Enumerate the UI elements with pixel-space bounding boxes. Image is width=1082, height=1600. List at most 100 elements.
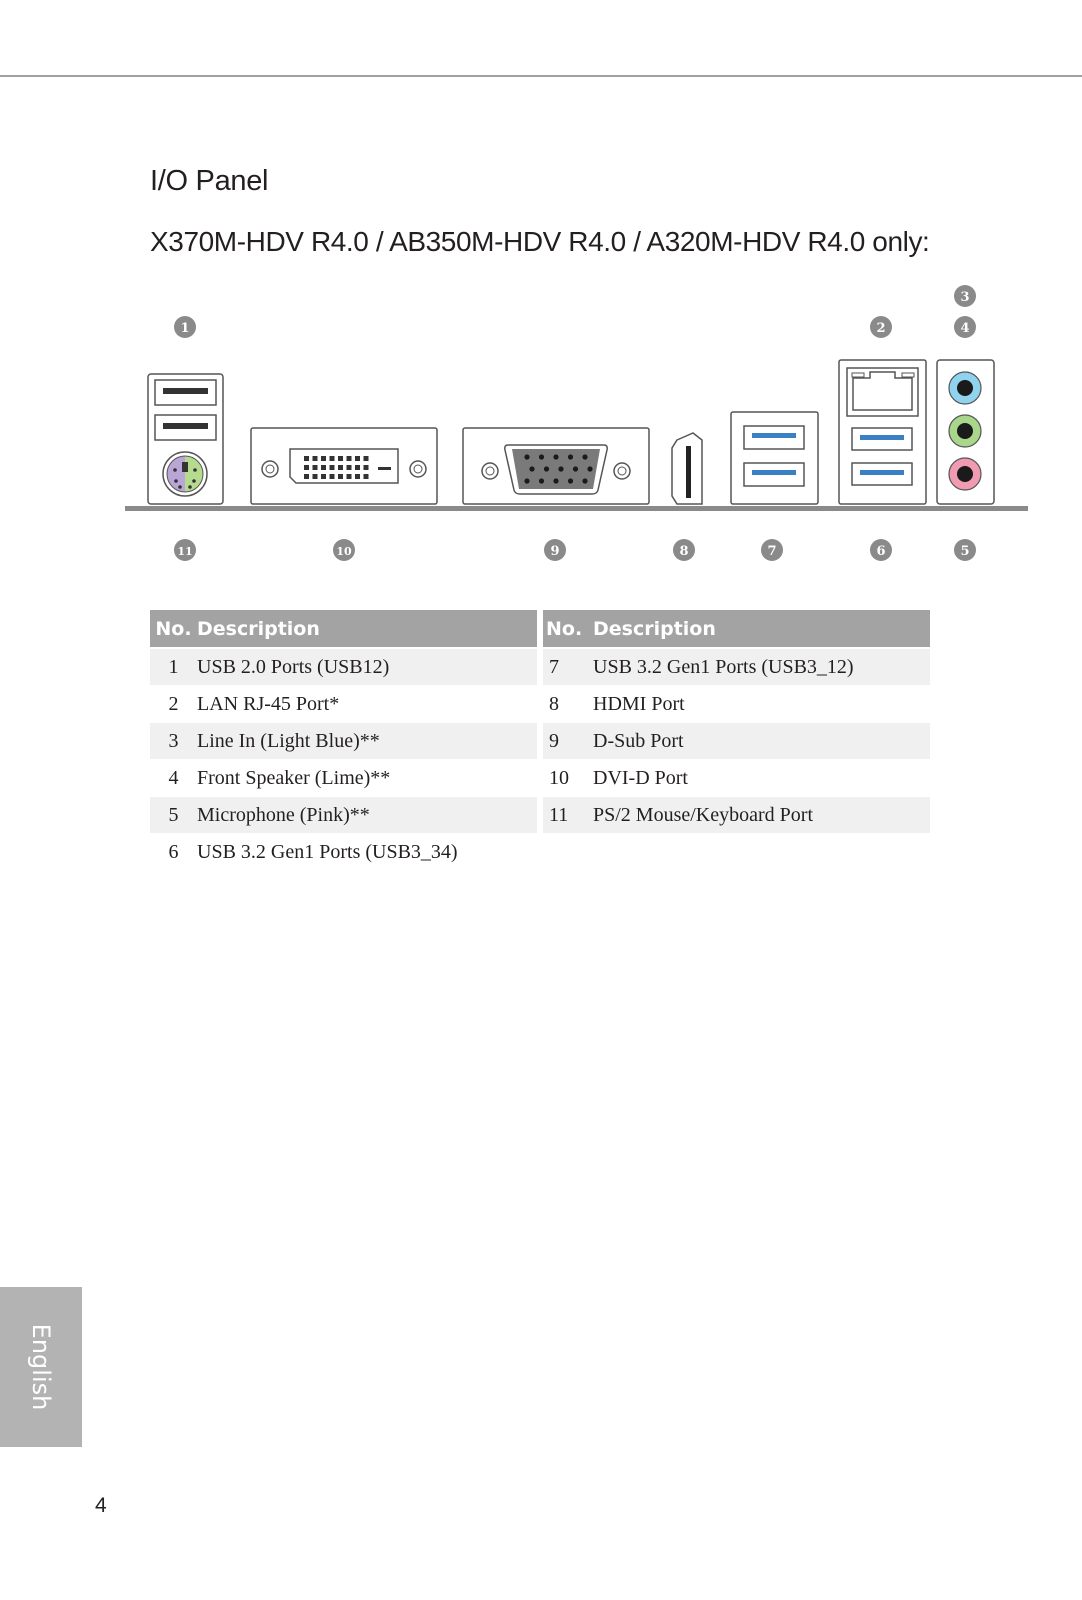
- callout-4: 4: [954, 316, 976, 338]
- model-subtitle: X370M-HDV R4.0 / AB350M-HDV R4.0 / A320M…: [150, 226, 930, 257]
- vga-pin: [553, 454, 559, 460]
- row-number: 4: [150, 759, 197, 796]
- dvi-pin: [355, 474, 360, 479]
- dvi-pin: [329, 456, 335, 461]
- vga-pin: [587, 466, 593, 472]
- row-description: USB 2.0 Ports (USB12): [197, 648, 537, 685]
- callout-10: 10: [333, 539, 355, 561]
- vga-pin: [529, 466, 535, 472]
- vga-pin: [524, 454, 530, 460]
- dvi-pin: [338, 465, 343, 470]
- dvi-pin: [363, 465, 369, 470]
- section-title: I/O Panel: [150, 165, 269, 197]
- dvi-d-port: [250, 427, 438, 505]
- hdmi-port: [671, 432, 703, 505]
- callout-label: 1: [180, 321, 189, 336]
- row-number: 9: [543, 722, 593, 759]
- callout-6: 6: [870, 539, 892, 561]
- row-description: HDMI Port: [593, 685, 930, 722]
- row-number: 1: [150, 648, 197, 685]
- row-description: USB 3.2 Gen1 Ports (USB3_34): [197, 833, 537, 870]
- callout-label: 8: [679, 544, 688, 559]
- language-side-tab: English: [0, 1287, 82, 1447]
- dvi-pin: [363, 456, 369, 461]
- vga-pin: [567, 478, 574, 484]
- lan-usb3-stack: [838, 359, 927, 505]
- audio-jack-stack: [936, 359, 995, 505]
- dvi-pin: [346, 456, 352, 461]
- dvi-pin: [304, 465, 309, 470]
- row-number: 11: [543, 796, 593, 833]
- row-number: 5: [150, 796, 197, 833]
- vga-pin: [582, 454, 588, 460]
- top-rule: [0, 75, 1082, 77]
- dvi-pin: [355, 456, 360, 461]
- callout-11: 11: [174, 539, 196, 561]
- callout-label: 6: [876, 544, 885, 559]
- callout-5: 5: [954, 539, 976, 561]
- callout-label: 2: [876, 321, 885, 336]
- callout-label: 11: [177, 545, 192, 558]
- callout-label: 9: [550, 544, 559, 559]
- header-description: Description: [197, 610, 537, 648]
- usb3-port-stack-7: [730, 411, 819, 505]
- dvi-pin: [304, 474, 309, 479]
- vga-pin: [582, 478, 588, 484]
- row-number: 8: [543, 685, 593, 722]
- vga-pin: [572, 466, 579, 472]
- dvi-pin: [321, 474, 326, 479]
- row-description: LAN RJ-45 Port*: [197, 685, 537, 722]
- dvi-pin: [312, 474, 318, 479]
- row-description: Line In (Light Blue)**: [197, 722, 537, 759]
- header-description: Description: [593, 610, 930, 648]
- dvi-pin: [329, 474, 335, 479]
- row-description: USB 3.2 Gen1 Ports (USB3_12): [593, 648, 930, 685]
- vga-pin: [538, 478, 545, 484]
- dvi-pin: [363, 474, 369, 479]
- callout-8: 8: [673, 539, 695, 561]
- dvi-pin: [321, 456, 326, 461]
- io-panel-diagram: 1 2 3 4 5 6 7 8 9 10 11: [125, 285, 1028, 561]
- dvi-pin: [329, 465, 335, 470]
- dvi-pin: [304, 456, 309, 461]
- dvi-pin: [346, 465, 352, 470]
- callout-label: 3: [960, 290, 969, 305]
- callout-3: 3: [954, 285, 976, 307]
- row-description: Front Speaker (Lime)**: [197, 759, 537, 796]
- dvi-pin: [321, 465, 326, 470]
- dvi-pin: [312, 465, 318, 470]
- callout-label: 5: [960, 544, 969, 559]
- header-no: No.: [150, 610, 197, 648]
- header-no: No.: [543, 610, 593, 648]
- callout-1: 1: [174, 316, 196, 338]
- callout-label: 10: [336, 545, 352, 558]
- vga-pin: [558, 466, 564, 472]
- callout-7: 7: [761, 539, 783, 561]
- dvi-pin: [312, 456, 318, 461]
- vga-pin: [543, 466, 550, 472]
- row-number: 2: [150, 685, 197, 722]
- callout-label: 4: [960, 321, 969, 336]
- row-number: 7: [543, 648, 593, 685]
- vga-pin: [524, 478, 530, 484]
- page-number: 4: [95, 1494, 107, 1517]
- row-number: 3: [150, 722, 197, 759]
- usb2-ps2-stack: [147, 373, 224, 505]
- row-description: D-Sub Port: [593, 722, 930, 759]
- callout-label: 7: [767, 544, 776, 559]
- row-number: 6: [150, 833, 197, 870]
- callout-9: 9: [544, 539, 566, 561]
- row-description: Microphone (Pink)**: [197, 796, 537, 833]
- callout-2: 2: [870, 316, 892, 338]
- row-number: 10: [543, 759, 593, 796]
